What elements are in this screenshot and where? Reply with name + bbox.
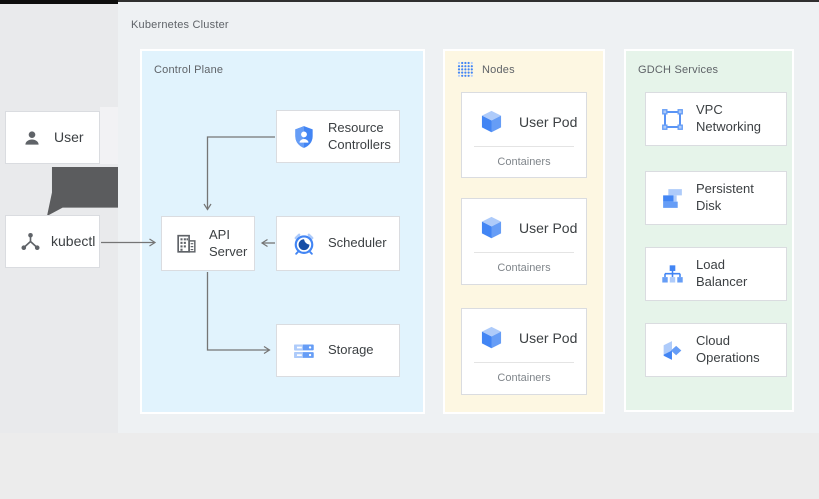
scheduler-card: Scheduler	[276, 216, 400, 271]
storage-label: Storage	[328, 342, 374, 358]
pod-divider	[474, 146, 574, 147]
pod-cube-icon	[478, 108, 505, 135]
gray-highlight-block	[100, 107, 118, 164]
storage-card: Storage	[276, 324, 400, 377]
vpc-networking-label: VPC Networking	[696, 102, 762, 134]
user-card: User	[5, 111, 100, 164]
api-server-label: API Server	[209, 226, 248, 259]
load-balancer-icon	[660, 262, 685, 287]
control-plane-label: Control Plane	[154, 64, 224, 76]
pod-cube-icon	[478, 324, 505, 351]
nodes-header: Nodes	[457, 61, 515, 78]
vpc-icon	[660, 107, 685, 132]
pod-divider	[474, 252, 574, 253]
shield-person-icon	[291, 124, 317, 150]
clock-icon	[291, 231, 317, 257]
person-icon	[21, 127, 43, 149]
cloud-operations-card: Cloud Operations	[645, 323, 787, 377]
user-pod-label: User Pod	[519, 219, 578, 236]
kubectl-nodes-icon	[19, 230, 42, 253]
kubernetes-cluster-label: Kubernetes Cluster	[131, 19, 229, 31]
resource-controllers-label: Resource Controllers	[328, 119, 391, 152]
building-icon	[174, 231, 199, 256]
cloud-ops-icon	[660, 338, 685, 363]
storage-stack-icon	[291, 338, 317, 364]
scheduler-label: Scheduler	[328, 235, 387, 251]
gdch-services-label: GDCH Services	[638, 64, 719, 76]
containers-label: Containers	[497, 156, 551, 168]
kubectl-card: kubectl	[5, 215, 100, 268]
load-balancer-card: Load Balancer	[645, 247, 787, 301]
user-pod-card: User Pod Containers	[461, 308, 587, 395]
top-black-bar	[0, 0, 118, 4]
api-server-card: API Server	[161, 216, 255, 271]
resource-controllers-card: Resource Controllers	[276, 110, 400, 163]
pod-divider	[474, 362, 574, 363]
persistent-disk-icon	[660, 186, 685, 211]
dot-grid-icon	[457, 61, 474, 78]
persistent-disk-label: Persistent Disk	[696, 181, 754, 213]
user-pod-card: User Pod Containers	[461, 92, 587, 178]
containers-label: Containers	[497, 262, 551, 274]
vpc-networking-card: VPC Networking	[645, 92, 787, 146]
containers-label: Containers	[497, 372, 551, 384]
top-border-line	[118, 0, 819, 2]
nodes-label: Nodes	[482, 63, 515, 76]
kubectl-card-label: kubectl	[51, 233, 96, 250]
cloud-operations-label: Cloud Operations	[696, 333, 760, 365]
user-pod-card: User Pod Containers	[461, 198, 587, 285]
user-card-label: User	[54, 129, 84, 146]
load-balancer-label: Load Balancer	[696, 257, 748, 289]
persistent-disk-card: Persistent Disk	[645, 171, 787, 225]
user-pod-label: User Pod	[519, 329, 578, 346]
pod-cube-icon	[478, 214, 505, 241]
user-pod-label: User Pod	[519, 113, 578, 130]
